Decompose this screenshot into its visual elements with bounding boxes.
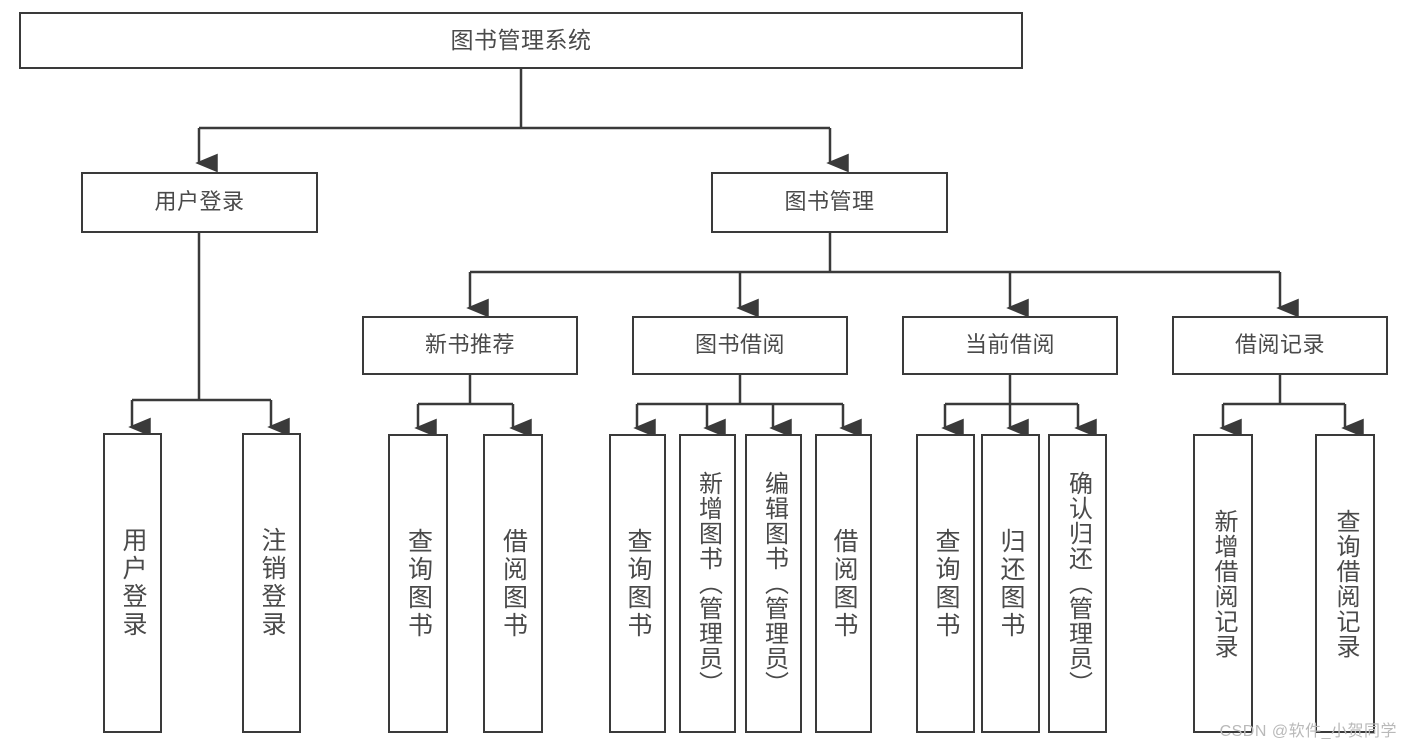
leaf-edit-book-admin[interactable]: 编辑图书（管理员） xyxy=(745,434,802,733)
leaf-query-books-borrow[interactable]: 查询图书 xyxy=(609,434,666,733)
node-user-login[interactable]: 用户登录 xyxy=(81,172,318,233)
node-label: 新书推荐 xyxy=(424,332,515,358)
node-book-management[interactable]: 图书管理 xyxy=(711,172,948,233)
leaf-user-login[interactable]: 用户登录 xyxy=(103,433,162,733)
leaf-borrow-books-recommend[interactable]: 借阅图书 xyxy=(483,434,543,733)
node-label: 图书管理系统 xyxy=(450,26,592,53)
node-label: 借阅图书 xyxy=(830,527,858,640)
leaf-add-book-admin[interactable]: 新增图书（管理员） xyxy=(679,434,736,733)
node-label: 查询图书 xyxy=(624,527,652,640)
leaf-add-borrow-record[interactable]: 新增借阅记录 xyxy=(1193,434,1253,733)
leaf-query-books-current[interactable]: 查询图书 xyxy=(916,434,975,733)
leaf-user-logout[interactable]: 注销登录 xyxy=(242,433,301,733)
node-label: 新增借阅记录 xyxy=(1210,508,1237,659)
node-label: 查询图书 xyxy=(404,527,433,640)
node-label: 图书借阅 xyxy=(694,332,785,358)
leaf-borrow-books[interactable]: 借阅图书 xyxy=(815,434,872,733)
csdn-watermark: CSDN @软件_小贺同学 xyxy=(1219,723,1397,740)
leaf-query-borrow-record[interactable]: 查询借阅记录 xyxy=(1315,434,1375,733)
leaf-confirm-return-admin[interactable]: 确认归还（管理员） xyxy=(1048,434,1107,733)
node-label: 借阅图书 xyxy=(499,527,528,640)
node-label: 确认归还（管理员） xyxy=(1064,471,1092,696)
node-label: 用户登录 xyxy=(154,189,245,215)
node-new-book-recommend[interactable]: 新书推荐 xyxy=(362,316,578,375)
node-root-system[interactable]: 图书管理系统 xyxy=(19,12,1023,69)
node-label: 新增图书（管理员） xyxy=(694,471,722,696)
node-label: 图书管理 xyxy=(784,189,875,215)
node-label: 查询图书 xyxy=(932,527,960,640)
node-label: 当前借阅 xyxy=(964,332,1055,358)
leaf-return-books[interactable]: 归还图书 xyxy=(981,434,1040,733)
node-label: 归还图书 xyxy=(997,527,1025,640)
node-label: 借阅记录 xyxy=(1234,332,1325,358)
node-label: 查询借阅记录 xyxy=(1332,508,1359,659)
node-label: 编辑图书（管理员） xyxy=(760,471,788,696)
node-book-borrow[interactable]: 图书借阅 xyxy=(632,316,848,375)
leaf-query-books-recommend[interactable]: 查询图书 xyxy=(388,434,448,733)
node-current-borrow[interactable]: 当前借阅 xyxy=(902,316,1118,375)
node-label: 用户登录 xyxy=(119,527,147,639)
node-label: 注销登录 xyxy=(258,527,286,639)
node-borrow-records[interactable]: 借阅记录 xyxy=(1172,316,1388,375)
